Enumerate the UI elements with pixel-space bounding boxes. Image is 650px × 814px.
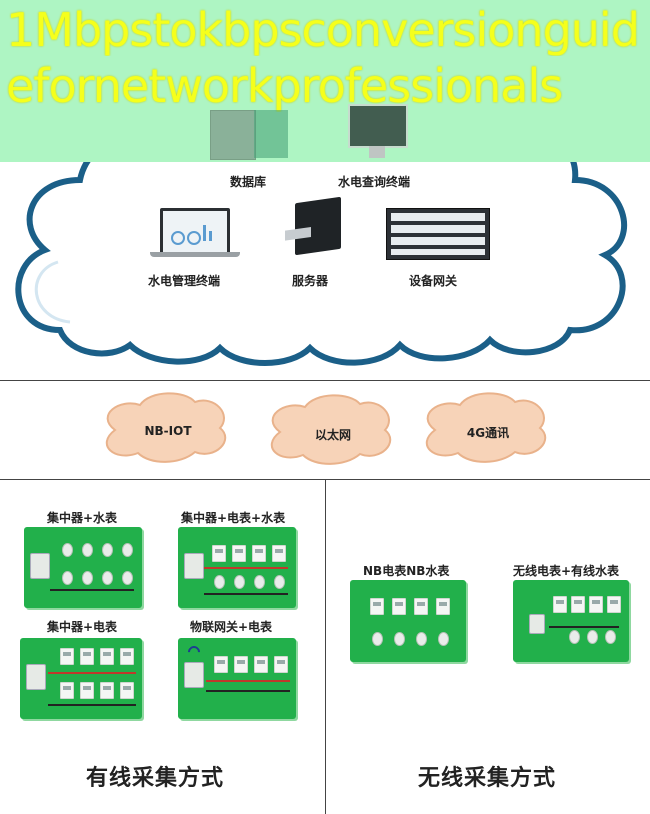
wired-panel-title-4: 物联网关+电表 — [190, 620, 273, 634]
wired-footer: 有线采集方式 — [86, 766, 225, 791]
wired-panel-concentrator-water — [24, 527, 142, 608]
wireless-footer: 无线采集方式 — [418, 766, 557, 791]
query-terminal-label: 水电查询终端 — [338, 175, 411, 189]
network-option-ethernet: 以太网 — [314, 428, 351, 442]
wired-panel-gateway-elec — [178, 638, 296, 719]
wireless-panel-nb — [350, 580, 466, 662]
laptop-icon — [160, 208, 230, 256]
title-banner: 1Mbpstokbpsconversionguid efornetworkpro… — [0, 0, 650, 162]
wireless-panel-title-2: 无线电表+有线水表 — [513, 564, 620, 578]
monitor-icon — [348, 104, 408, 148]
network-bubbles — [105, 392, 547, 465]
wireless-panel-mixed — [513, 580, 629, 662]
divider-top — [0, 380, 650, 381]
banner-title-line2: efornetworkprofessionals — [6, 60, 563, 112]
server-icon — [285, 196, 341, 256]
mgmt-terminal-label: 水电管理终端 — [148, 274, 221, 288]
wired-panel-title-3: 集中器+电表 — [47, 620, 118, 634]
gateway-rack-icon — [386, 208, 490, 260]
wireless-panel-title-1: NB电表NB水表 — [363, 564, 450, 578]
wired-panel-concentrator-elec-water — [178, 527, 296, 608]
network-option-4g: 4G通讯 — [466, 426, 510, 440]
wifi-icon — [185, 643, 203, 661]
wired-panel-title-2: 集中器+电表+水表 — [181, 511, 286, 525]
banner-title-line1: 1Mbpstokbpsconversionguid — [6, 4, 640, 56]
laptop-base — [150, 252, 240, 257]
server-rack-icon — [210, 110, 256, 160]
wired-panel-title-1: 集中器+水表 — [47, 511, 118, 525]
divider-middle — [0, 479, 650, 480]
database-label: 数据库 — [230, 175, 267, 189]
server-rack-icon-panel — [254, 110, 288, 158]
monitor-stand — [369, 146, 385, 158]
divider-vertical — [325, 480, 326, 814]
wired-panel-concentrator-elec — [20, 638, 142, 719]
network-option-nbiot: NB-IOT — [144, 424, 192, 438]
gateway-label: 设备网关 — [409, 274, 458, 288]
server-label: 服务器 — [292, 274, 329, 288]
